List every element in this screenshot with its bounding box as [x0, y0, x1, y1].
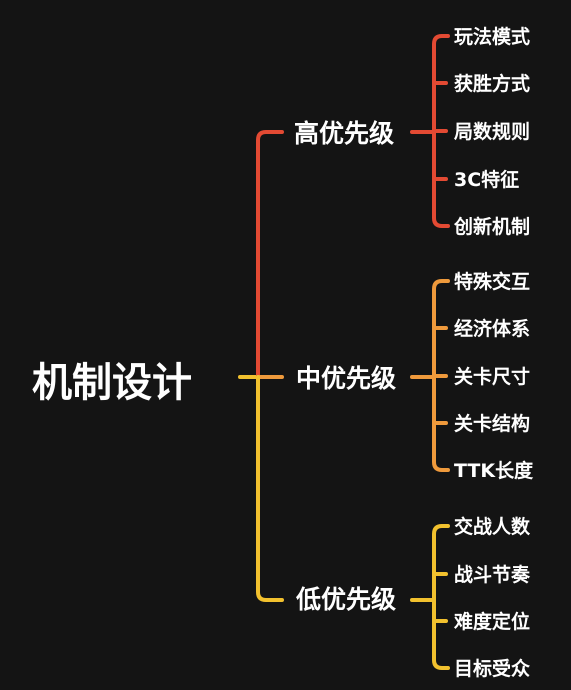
leaf-medium-1[interactable]: 特殊交互: [454, 270, 530, 293]
branch-low-priority[interactable]: 低优先级: [295, 585, 396, 614]
leaf-low-2[interactable]: 战斗节奏: [454, 563, 531, 586]
leaf-medium-2[interactable]: 经济体系: [454, 317, 530, 340]
leaf-medium-5[interactable]: TTK长度: [454, 459, 534, 482]
spine-low: [256, 375, 284, 602]
leaf-medium-3[interactable]: 关卡尺寸: [454, 365, 530, 388]
leaf-low-1[interactable]: 交战人数: [454, 515, 531, 538]
branch-medium-priority[interactable]: 中优先级: [296, 364, 396, 393]
bracket-low: [432, 524, 450, 670]
spine-high: [256, 130, 284, 379]
leaf-high-5[interactable]: 创新机制: [453, 215, 530, 238]
connector-lines: [238, 34, 450, 670]
leaf-low-4[interactable]: 目标受众: [454, 657, 530, 680]
leaf-high-2[interactable]: 获胜方式: [454, 72, 530, 95]
leaf-high-3[interactable]: 局数规则: [454, 120, 530, 143]
root-topic[interactable]: 机制设计: [32, 360, 192, 406]
leaf-high-1[interactable]: 玩法模式: [454, 25, 530, 48]
branch-high-priority[interactable]: 高优先级: [294, 119, 394, 148]
leaf-high-4[interactable]: 3C特征: [454, 168, 519, 191]
leaf-low-3[interactable]: 难度定位: [453, 610, 530, 633]
leaf-medium-4[interactable]: 关卡结构: [454, 412, 530, 435]
